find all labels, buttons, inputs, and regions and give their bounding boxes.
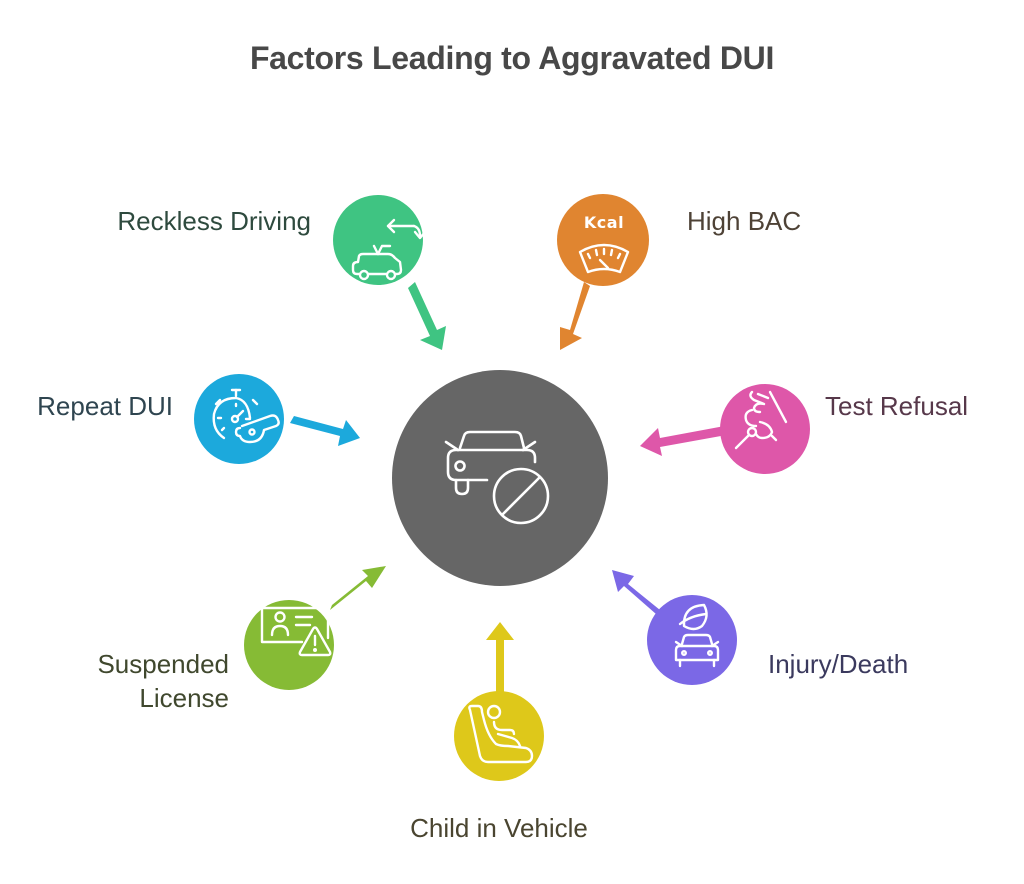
circle-high-bac xyxy=(557,194,649,286)
circle-child-in-vehicle xyxy=(454,691,544,781)
car-leaf-icon xyxy=(674,603,720,668)
factor-node-reckless-driving xyxy=(333,195,446,350)
factor-node-injury-death xyxy=(612,570,737,685)
factor-node-child-in-vehicle xyxy=(454,622,544,781)
factor-node-high-bac: Kcal xyxy=(557,194,649,350)
label-high-bac: High BAC xyxy=(687,206,802,236)
label-suspended-license-line-1: Suspended xyxy=(97,649,229,679)
arrow-test-refusal xyxy=(640,425,732,456)
factor-node-test-refusal xyxy=(640,384,810,474)
label-suspended-license: Suspended License xyxy=(97,647,229,715)
label-suspended-license-line-2: License xyxy=(139,683,229,713)
label-repeat-dui: Repeat DUI xyxy=(37,391,173,421)
arrow-injury-death xyxy=(612,570,660,614)
label-child-in-vehicle: Child in Vehicle xyxy=(410,813,588,843)
label-injury-death: Injury/Death xyxy=(768,649,909,679)
label-reckless-driving: Reckless Driving xyxy=(117,206,311,236)
car-prohibited-icon xyxy=(444,430,550,525)
diagram-title: Factors Leading to Aggravated DUI xyxy=(249,40,775,76)
circle-test-refusal xyxy=(720,384,810,474)
arrow-high-bac xyxy=(560,282,590,350)
stopwatch-whistle-icon xyxy=(212,388,280,444)
svg-text:Kcal: Kcal xyxy=(584,213,624,232)
circle-suspended-license xyxy=(244,600,334,690)
arrow-child-in-vehicle xyxy=(486,622,514,693)
kcal-gauge-icon: Kcal xyxy=(578,213,630,274)
license-warning-icon xyxy=(260,606,332,657)
arrow-suspended-license xyxy=(330,566,386,610)
circle-reckless-driving xyxy=(333,195,423,285)
label-test-refusal: Test Refusal xyxy=(825,391,969,421)
factor-node-repeat-dui xyxy=(194,374,360,464)
hand-swab-icon xyxy=(734,390,788,450)
center-node xyxy=(392,370,608,586)
factor-node-suspended-license xyxy=(244,566,386,690)
child-car-seat-icon xyxy=(468,704,534,764)
arrow-repeat-dui xyxy=(290,416,360,446)
car-swerve-icon xyxy=(351,218,427,281)
arrow-reckless-driving xyxy=(408,282,446,350)
